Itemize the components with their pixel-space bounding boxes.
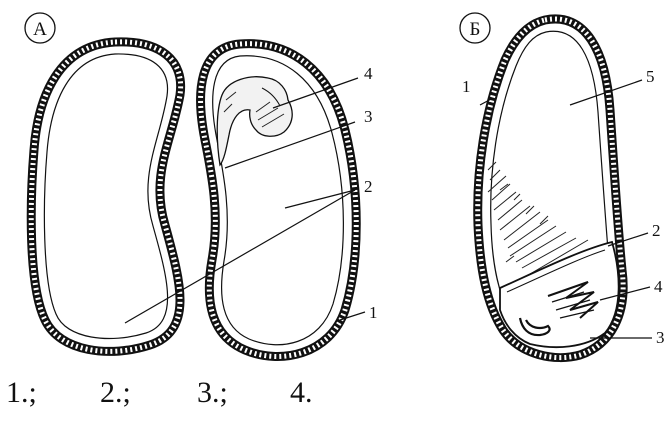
panel-a: А 4 3 2 1 <box>25 13 378 357</box>
panel-b: Б 1 5 2 4 3 <box>460 13 665 358</box>
label-b-5: 5 <box>646 67 655 86</box>
panel-b-label: Б <box>470 19 481 40</box>
label-a-4: 4 <box>364 64 373 83</box>
leader-b-2 <box>608 233 648 246</box>
label-b-4: 4 <box>654 277 663 296</box>
label-a-1: 1 <box>369 303 378 322</box>
caption-item-2: 2.; <box>100 376 131 410</box>
label-b-3: 3 <box>656 328 665 347</box>
label-b-1: 1 <box>462 77 471 96</box>
label-b-2: 2 <box>652 221 661 240</box>
caption-item-3: 3.; <box>197 376 228 410</box>
left-cotyledon <box>44 54 167 339</box>
label-a-3: 3 <box>364 107 373 126</box>
caption-item-1: 1.; <box>6 376 37 410</box>
label-a-2: 2 <box>364 177 373 196</box>
caption-item-4: 4. <box>290 376 313 410</box>
caption-row: 1.; 2.; 3.; 4. <box>0 370 672 420</box>
panel-a-label: А <box>33 19 47 40</box>
